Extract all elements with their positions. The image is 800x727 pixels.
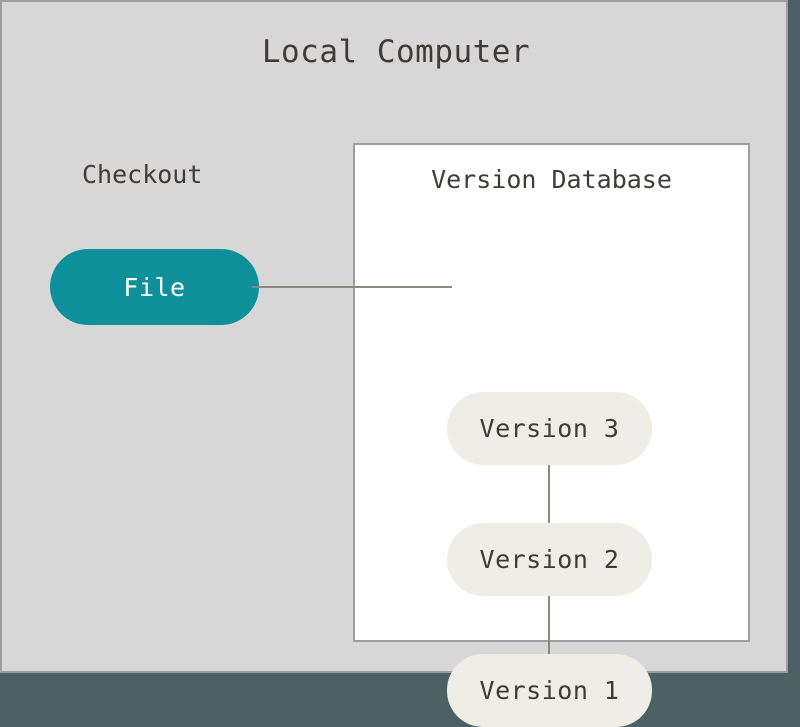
file-node[interactable]: File <box>50 249 259 325</box>
checkout-label: Checkout <box>82 160 203 189</box>
version-database-panel: Version Database Version 3 Version 2 Ver… <box>353 143 750 727</box>
connector-version2-to-version1 <box>548 594 550 656</box>
version-database-title: Version Database <box>431 165 672 194</box>
page-title: Local Computer <box>261 34 531 70</box>
version-node-1[interactable]: Version 1 <box>447 654 652 727</box>
version-node-1-label: Version 1 <box>479 676 620 705</box>
version-node-3-label: Version 3 <box>479 414 620 443</box>
connector-file-to-version3 <box>252 286 452 288</box>
file-node-label: File <box>123 272 186 302</box>
connector-version3-to-version2 <box>548 463 550 525</box>
version-node-2-label: Version 2 <box>479 545 620 574</box>
version-node-3[interactable]: Version 3 <box>447 392 652 465</box>
version-node-2[interactable]: Version 2 <box>447 523 652 596</box>
